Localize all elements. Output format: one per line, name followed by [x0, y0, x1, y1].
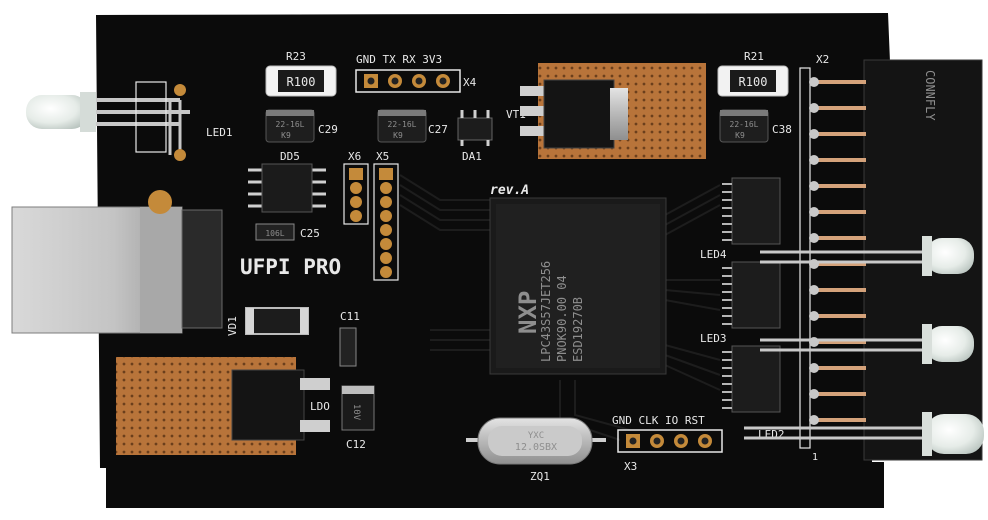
- capacitor-c12: 10V: [341, 385, 375, 431]
- label-led4: LED4: [700, 248, 727, 261]
- label-c29: C29: [318, 123, 338, 136]
- diode-vd1: [245, 307, 309, 335]
- board-revision: rev.A: [490, 183, 529, 198]
- label-da1: DA1: [462, 150, 482, 163]
- label-vd1: VD1: [226, 316, 239, 336]
- label-led1: LED1: [206, 126, 233, 139]
- capacitor-c38: 22-16L K9: [719, 109, 769, 143]
- svg-text:R100: R100: [739, 75, 768, 89]
- uart-header-x4[interactable]: [355, 69, 461, 93]
- svg-text:22-16L: 22-16L: [730, 120, 759, 129]
- regulator-da1: [457, 110, 493, 146]
- label-c25: C25: [300, 227, 320, 240]
- board-title: UFPI PRO: [240, 255, 341, 279]
- svg-text:K9: K9: [735, 131, 745, 140]
- label-x3: X3: [624, 460, 637, 473]
- label-x4: X4: [463, 76, 477, 89]
- svg-text:22-16L: 22-16L: [388, 120, 417, 129]
- label-c12: C12: [346, 438, 366, 451]
- label-jtag-header: GND CLK IO RST: [612, 414, 705, 427]
- svg-text:NXP: NXP: [514, 291, 542, 334]
- resistor-r21: R100: [717, 65, 789, 97]
- svg-text:PNOK90.00 04: PNOK90.00 04: [555, 275, 569, 362]
- label-x2: X2: [816, 53, 829, 66]
- label-uart-header: GND TX RX 3V3: [356, 53, 442, 66]
- label-c38: C38: [772, 123, 792, 136]
- led1: [26, 81, 190, 161]
- capacitor-c29: 22-16L K9: [265, 109, 315, 143]
- capacitor-c25: 106L: [255, 223, 295, 241]
- svg-text:10V: 10V: [351, 404, 361, 421]
- label-r23: R23: [286, 50, 306, 63]
- svg-text:K9: K9: [281, 131, 291, 140]
- label-x6: X6: [348, 150, 361, 163]
- header-x6[interactable]: [343, 163, 369, 225]
- led4: [760, 236, 974, 276]
- led3: [760, 324, 974, 364]
- svg-text:106L: 106L: [265, 229, 284, 238]
- svg-text:R100: R100: [287, 75, 316, 89]
- svg-text:ESD19270B: ESD19270B: [571, 297, 585, 362]
- label-pin1: 1: [812, 452, 818, 463]
- capacitor-c11: [339, 327, 357, 367]
- label-led3: LED3: [700, 332, 727, 345]
- svg-text:CONNFLY: CONNFLY: [923, 70, 937, 121]
- chip-dd5: [248, 163, 326, 213]
- jtag-header-x3[interactable]: [617, 429, 723, 453]
- mcu-chip: NXP LPC43S57JET256 PNOK90.00 04 ESD19270…: [489, 197, 667, 375]
- level-shifter-chips: [722, 177, 781, 413]
- label-r21: R21: [744, 50, 764, 63]
- transistor-vt1: [520, 79, 628, 149]
- crystal-zq1: YXC 12.0SBX: [466, 417, 606, 465]
- label-c11: C11: [340, 310, 360, 323]
- label-ldo: LDO: [310, 400, 330, 413]
- resistor-r23: R100: [265, 65, 337, 97]
- svg-text:YXC: YXC: [528, 431, 544, 441]
- led2: [744, 412, 984, 456]
- label-zq1: ZQ1: [530, 470, 550, 483]
- label-c27: C27: [428, 123, 448, 136]
- svg-text:22-16L: 22-16L: [276, 120, 305, 129]
- usb-b-connector[interactable]: [11, 190, 223, 334]
- label-x5: X5: [376, 150, 389, 163]
- regulator-ldo: [231, 369, 330, 441]
- svg-text:K9: K9: [393, 131, 403, 140]
- svg-text:LPC43S57JET256: LPC43S57JET256: [539, 261, 553, 362]
- svg-text:12.0SBX: 12.0SBX: [515, 442, 557, 453]
- label-dd5: DD5: [280, 150, 300, 163]
- header-x5[interactable]: [373, 163, 399, 281]
- capacitor-c27: 22-16L K9: [377, 109, 427, 143]
